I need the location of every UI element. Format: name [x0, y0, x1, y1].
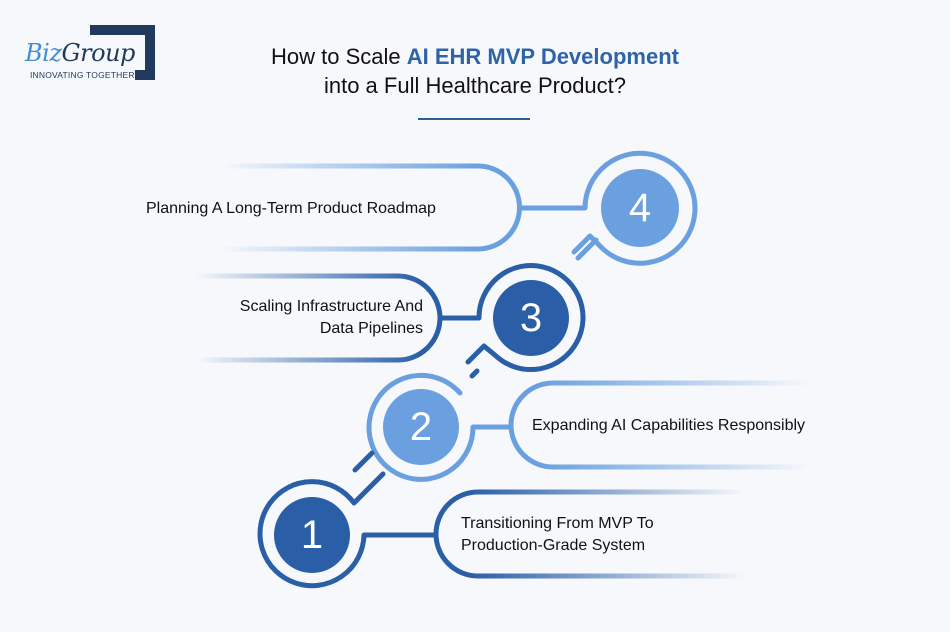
step-3-pill — [195, 273, 479, 363]
step-2-label: Expanding AI Capabilities Responsibly — [532, 417, 806, 434]
step-4-label: Planning A Long-Term Product Roadmap — [146, 200, 436, 217]
step-4-circle — [571, 150, 698, 266]
step-2-circle — [366, 368, 480, 482]
step-2-number: 2 — [409, 405, 433, 449]
step-1-number: 1 — [300, 513, 324, 557]
step-1-label: Transitioning From MVP To Production-Gra… — [461, 515, 654, 554]
step-3-label: Scaling Infrastructure And Data Pipeline… — [239, 298, 423, 337]
step-1-pill — [364, 489, 748, 579]
logo-tagline: INNOVATING TOGETHER — [30, 70, 135, 80]
logo-wordmark: BizGroup — [25, 39, 137, 67]
step-1-circle — [257, 471, 386, 589]
step-3-circle — [465, 237, 599, 372]
bizgroup-logo: BizGroup INNOVATING TOGETHER — [25, 25, 160, 85]
title-highlight: AI EHR MVP Development — [406, 44, 679, 69]
step-4-pill — [217, 163, 585, 252]
step-4-number: 4 — [628, 186, 652, 230]
title-divider — [418, 118, 530, 120]
page-title: How to Scale AI EHR MVP Development into… — [271, 44, 679, 98]
step-2-pill — [473, 380, 813, 470]
step-3-number: 3 — [519, 296, 543, 340]
connector-1-to-2 — [352, 450, 375, 473]
